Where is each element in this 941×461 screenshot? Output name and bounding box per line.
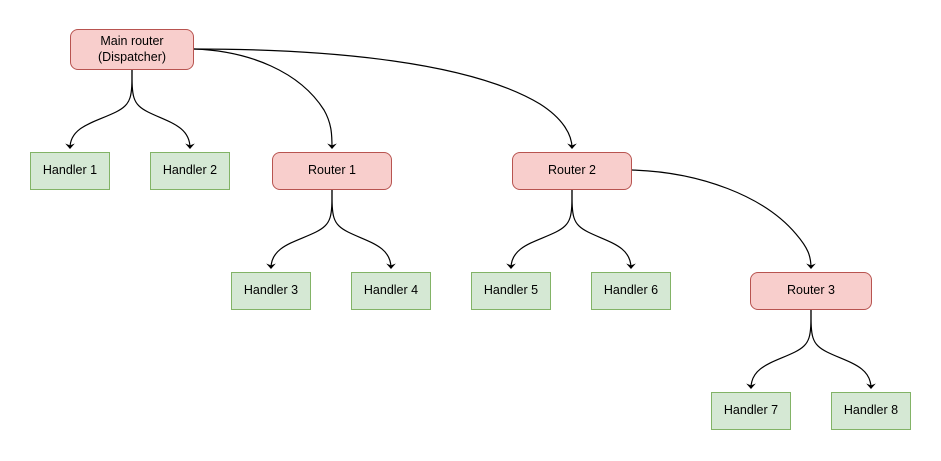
node-handler6[interactable]: Handler 6 [591, 272, 671, 310]
node-label: Handler 7 [723, 403, 779, 418]
node-handler5[interactable]: Handler 5 [471, 272, 551, 310]
node-handler7[interactable]: Handler 7 [711, 392, 791, 430]
node-label: Handler 4 [363, 283, 419, 298]
edge-router2-to-handler6 [571, 189, 636, 269]
node-handler2[interactable]: Handler 2 [150, 152, 230, 190]
node-label: Main router (Dispatcher) [97, 33, 167, 64]
node-label: Handler 2 [162, 163, 218, 178]
node-label: Handler 3 [243, 283, 299, 298]
edge-router1-to-handler4 [331, 189, 396, 269]
node-handler4[interactable]: Handler 4 [351, 272, 431, 310]
edge-main-to-router1 [193, 48, 337, 149]
node-handler1[interactable]: Handler 1 [30, 152, 110, 190]
edge-main-to-router2 [193, 48, 577, 149]
node-label: Handler 6 [603, 283, 659, 298]
node-handler8[interactable]: Handler 8 [831, 392, 911, 430]
edge-router1-to-handler3 [266, 189, 333, 269]
edge-router3-to-handler8 [810, 309, 876, 389]
node-label: Router 2 [548, 163, 596, 178]
node-label: Handler 5 [483, 283, 539, 298]
edge-router2-to-handler5 [506, 189, 573, 269]
node-label: Handler 8 [843, 403, 899, 418]
node-router1[interactable]: Router 1 [272, 152, 392, 190]
edge-router2-to-router3 [631, 169, 816, 269]
node-main[interactable]: Main router (Dispatcher) [70, 29, 194, 70]
node-label: Router 3 [787, 283, 835, 298]
node-router2[interactable]: Router 2 [512, 152, 632, 190]
node-router3[interactable]: Router 3 [750, 272, 872, 310]
edge-router3-to-handler7 [746, 309, 812, 389]
node-handler3[interactable]: Handler 3 [231, 272, 311, 310]
edge-main-to-handler2 [131, 69, 195, 149]
edge-main-to-handler1 [65, 69, 133, 149]
node-label: Handler 1 [42, 163, 98, 178]
node-label: Router 1 [308, 163, 356, 178]
edges-group [65, 48, 876, 389]
